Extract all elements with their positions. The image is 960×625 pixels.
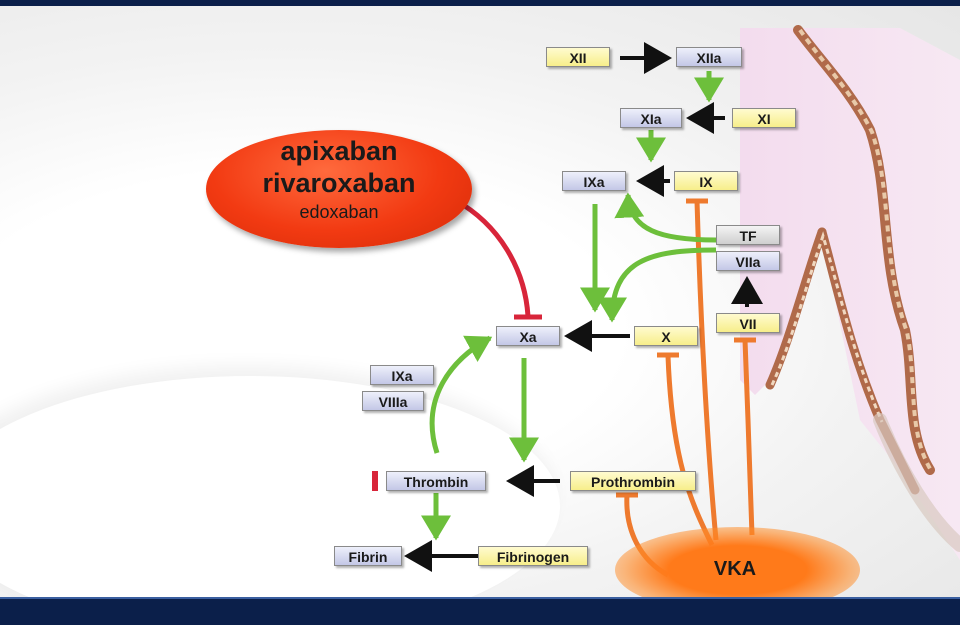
factor-ixa: IXa bbox=[562, 171, 626, 191]
cofactor-viiia: VIIIa bbox=[362, 391, 424, 411]
factor-xi: XI bbox=[732, 108, 796, 128]
vessel-tissue-region bbox=[740, 28, 960, 560]
drug-name-apixaban: apixaban bbox=[280, 136, 398, 166]
factor-tf: TF bbox=[716, 225, 780, 245]
vessel-wall-inner bbox=[798, 28, 934, 474]
doac-drug-oval: apixaban rivaroxaban edoxaban bbox=[206, 130, 472, 248]
drug-name-edoxaban: edoxaban bbox=[299, 202, 379, 222]
factor-xia: XIa bbox=[620, 108, 682, 128]
drug-inhibition-line bbox=[453, 197, 542, 320]
vessel-wall-illustration bbox=[740, 25, 960, 560]
vessel-wall-fold-texture bbox=[770, 231, 884, 423]
drug-name-rivaroxaban: rivaroxaban bbox=[262, 168, 416, 198]
factor-viia: VIIa bbox=[716, 251, 780, 271]
bottom-frame-bar bbox=[0, 597, 960, 625]
conversion-arrows bbox=[404, 42, 763, 572]
vka-label: VKA bbox=[713, 558, 757, 580]
factor-xiia: XIIa bbox=[676, 47, 742, 67]
thrombin-inhibition-marker bbox=[372, 471, 378, 491]
factor-x: X bbox=[634, 326, 698, 346]
vessel-wall-fold-left bbox=[765, 227, 827, 390]
activation-arrows bbox=[421, 71, 724, 541]
factor-fibrin: Fibrin bbox=[334, 546, 402, 566]
factor-vii: VII bbox=[716, 313, 780, 333]
factor-xa: Xa bbox=[496, 326, 560, 346]
factor-prothrombin: Prothrombin bbox=[570, 471, 696, 491]
factor-fibrinogen: Fibrinogen bbox=[478, 546, 588, 566]
vessel-wall-lower bbox=[873, 413, 960, 552]
factor-xii: XII bbox=[546, 47, 610, 67]
factor-thrombin: Thrombin bbox=[386, 471, 486, 491]
top-frame-bar bbox=[0, 0, 960, 6]
factor-ix: IX bbox=[674, 171, 738, 191]
cofactor-ixa: IXa bbox=[370, 365, 434, 385]
bottom-frame-accent bbox=[0, 597, 960, 599]
